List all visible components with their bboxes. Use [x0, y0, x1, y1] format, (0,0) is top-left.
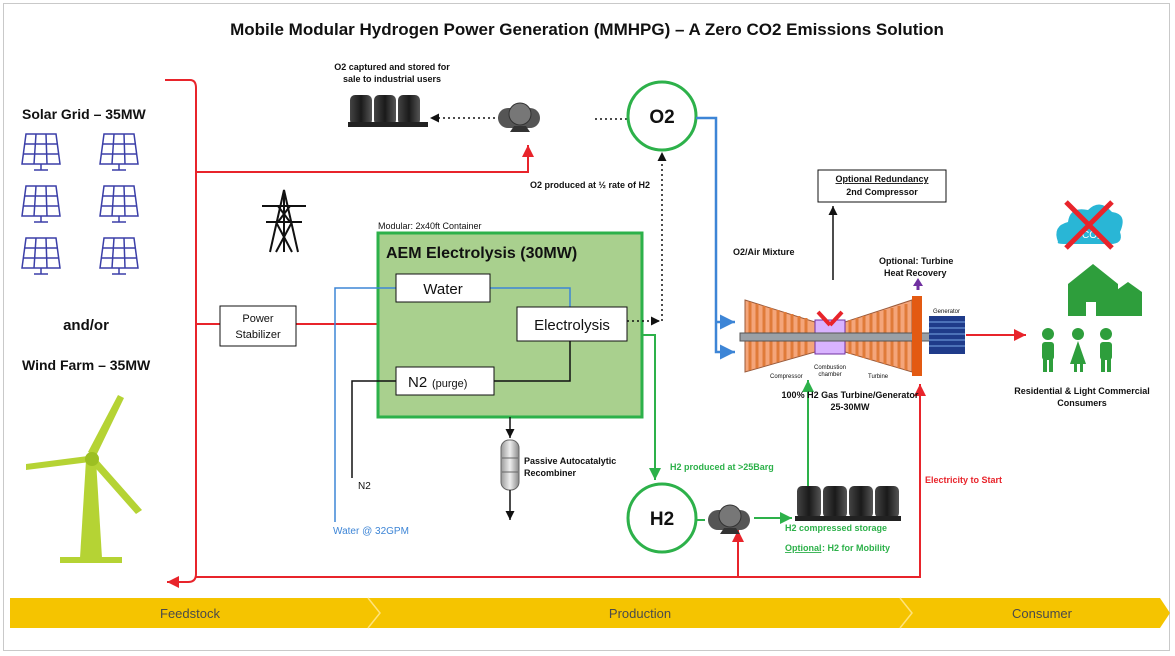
o2-node-label: O2 [649, 107, 674, 128]
n2-input-label: N2 [358, 481, 371, 492]
heat-recovery-line-2: Heat Recovery [884, 268, 947, 278]
water-input-label: Water @ 32GPM [333, 526, 409, 537]
water-box [395, 273, 491, 303]
stage-consumer: Consumer [1012, 606, 1073, 621]
h2-storage-tanks-icon [795, 486, 901, 521]
svg-text:CO₂: CO₂ [1082, 230, 1101, 241]
stage-production: Production [609, 606, 671, 621]
compressor-label: Compressor [770, 374, 803, 380]
redundancy-title: Optional Redundancy [835, 174, 928, 184]
diagram-frame [3, 3, 1170, 651]
electrolysis-label: Electrolysis [534, 317, 610, 334]
o2-node [626, 80, 698, 152]
stage-feedstock: Feedstock [160, 606, 220, 621]
generator-label: Generator [933, 309, 960, 315]
o2-captured-line-2: sale to industrial users [343, 74, 441, 84]
andor-label: and/or [63, 317, 109, 334]
consumers-line-1: Residential & Light Commercial [1014, 386, 1150, 396]
turbine-caption-1: 100% H2 Gas Turbine/Generator [782, 390, 919, 400]
combustion-line-1: Combustion [814, 365, 846, 371]
turbine-part-label: Turbine [868, 374, 889, 380]
wind-turbine-icon [26, 395, 142, 563]
combustion-line-2: chamber [818, 372, 841, 378]
houses-icon [1068, 264, 1142, 316]
diagram-title: Mobile Modular Hydrogen Power Generation… [230, 20, 944, 39]
redundancy-box [817, 169, 947, 203]
o2-captured-line-1: O2 captured and stored for [334, 62, 450, 72]
water-label: Water [423, 281, 462, 298]
stabilizer-line-2: Stabilizer [235, 329, 281, 341]
o2-compressor-icon [498, 102, 540, 132]
h2-compressor-icon [708, 504, 750, 534]
gas-turbine-icon [738, 290, 966, 378]
recombiner-icon [500, 439, 520, 491]
no-co2-cloud-icon: CO₂ [1056, 200, 1123, 250]
o2-air-lines [696, 116, 735, 360]
h2-storage-label: H2 compressed storage [785, 523, 887, 533]
h2-produced-label: H2 produced at >25Barg [670, 462, 774, 472]
electrolysis-box [516, 306, 628, 342]
o2-storage-tanks-icon [348, 95, 428, 127]
solar-label: Solar Grid – 35MW [22, 106, 146, 122]
recombiner-line-2: Recombiner [524, 468, 577, 478]
electricity-to-start-label: Electricity to Start [925, 475, 1002, 485]
o2-mixture-label: O2/Air Mixture [733, 247, 795, 257]
n2-purge-box [395, 366, 495, 396]
water-lines [334, 287, 571, 522]
h2-node-label: H2 [650, 509, 674, 530]
redundancy-line: 2nd Compressor [846, 187, 918, 197]
stabilizer-line-1: Power [242, 313, 274, 325]
heat-recovery-line-1: Optional: Turbine [879, 256, 953, 266]
stage-banner [10, 597, 1170, 629]
n2-lines [351, 341, 571, 478]
h2-optional-prefix: Optional [785, 543, 822, 553]
solar-panels [21, 133, 139, 275]
recombiner-line-1: Passive Autocatalytic [524, 456, 616, 466]
people-icon [1042, 328, 1112, 372]
n2-label: N2 [408, 374, 427, 391]
turbine-caption-2: 25-30MW [830, 402, 870, 412]
power-stabilizer-box [219, 305, 297, 347]
electrolysis-title: AEM Electrolysis (30MW) [386, 245, 577, 262]
wind-label: Wind Farm – 35MW [22, 357, 151, 373]
n2-purge-label: (purge) [432, 378, 467, 390]
container-note: Modular: 2x40ft Container [378, 221, 482, 231]
h2-lines [642, 334, 814, 524]
transmission-tower-icon [262, 189, 306, 253]
h2-optional-rest: : H2 for Mobility [822, 543, 890, 553]
o2-rate-label: O2 produced at ½ rate of H2 [530, 180, 650, 190]
consumers-line-2: Consumers [1057, 398, 1107, 408]
h2-node [626, 482, 698, 554]
